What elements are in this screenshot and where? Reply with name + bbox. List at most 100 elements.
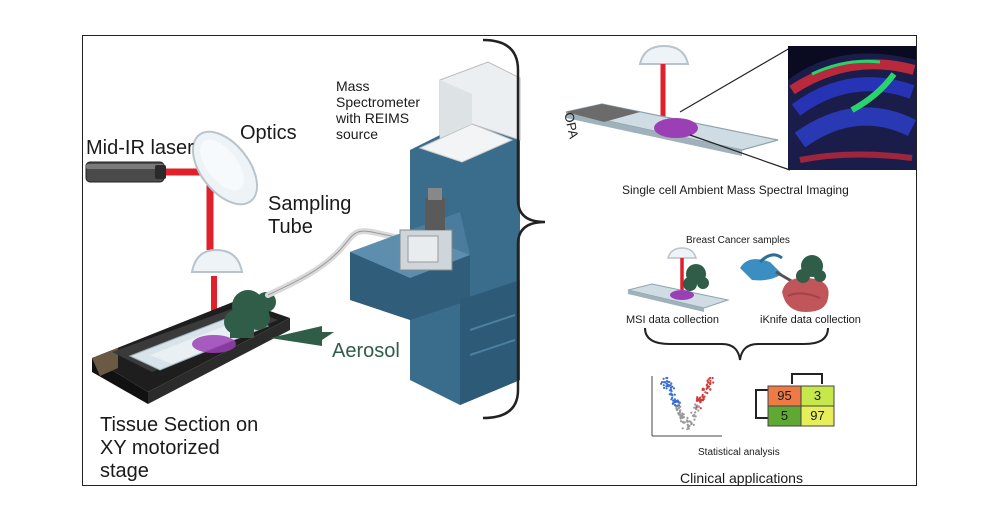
volcano-point: [692, 423, 695, 426]
confusion-matrix: [767, 385, 835, 427]
imaging-caption: Single cell Ambient Mass Spectral Imagin…: [622, 183, 849, 197]
laser-label: Mid-IR laser: [86, 137, 194, 159]
volcano-point: [693, 406, 696, 409]
volcano-point: [679, 405, 682, 408]
clinical-label: Clinical applications: [680, 470, 803, 486]
msi-label: MSI data collection: [626, 314, 719, 326]
volcano-point: [681, 427, 684, 430]
volcano-point: [695, 408, 698, 411]
cm-value-bl: 5: [780, 408, 789, 423]
volcano-point: [665, 382, 668, 385]
volcano-point: [679, 420, 683, 423]
imaging-lens-icon: [638, 44, 690, 65]
volcano-point: [679, 417, 682, 420]
volcano-point: [669, 384, 672, 387]
zoom-line-bottom: [689, 134, 791, 171]
volcano-point: [660, 382, 663, 385]
figure-frame: [82, 35, 917, 486]
volcano-point: [663, 386, 666, 389]
volcano-point: [699, 407, 702, 410]
volcano-point: [681, 412, 684, 415]
aerosol-label: Aerosol: [332, 340, 400, 362]
tissue-section: [192, 335, 236, 353]
volcano-point: [670, 382, 673, 385]
volcano-point: [686, 420, 689, 423]
mass-spec-label-2: Spectrometer: [336, 94, 421, 110]
iknife-label: iKnife data collection: [760, 314, 861, 326]
mass-spectrometer-icon: [350, 61, 521, 405]
volcano-point: [683, 421, 686, 424]
volcano-point: [690, 411, 693, 414]
volcano-point: [679, 409, 682, 412]
volcano-point: [672, 399, 675, 402]
sampling-tube-label-2: Tube: [268, 216, 313, 238]
optics-label: Optics: [240, 122, 297, 144]
volcano-point: [676, 404, 679, 407]
mid-ir-laser-icon: [85, 161, 166, 183]
volcano-point: [709, 383, 712, 386]
volcano-point: [677, 407, 681, 410]
volcano-point: [668, 380, 671, 384]
volcano-point: [671, 402, 674, 405]
volcano-point: [686, 416, 689, 419]
volcano-point: [672, 387, 676, 390]
volcano-point: [662, 384, 665, 387]
cm-value-br: 97: [810, 408, 825, 423]
volcano-point: [674, 400, 677, 403]
volcano-point: [673, 393, 676, 396]
slide-tissue: [654, 118, 698, 138]
volcano-point: [704, 391, 707, 394]
zoom-line-top: [679, 47, 791, 113]
msi-illustration: [627, 247, 730, 312]
volcano-point: [701, 395, 704, 398]
stage-label-2: XY motorized: [100, 437, 220, 459]
volcano-point: [679, 414, 682, 417]
volcano-point: [694, 403, 697, 406]
volcano-point: [671, 396, 674, 399]
volcano-point: [694, 415, 697, 418]
volcano-point: [706, 386, 709, 389]
volcano-point: [709, 376, 712, 380]
volcano-point: [677, 403, 680, 406]
volcano-point: [668, 393, 671, 396]
cm-cell-br: [800, 405, 835, 427]
volcano-point: [707, 381, 710, 384]
aerosol-cloud-icon: [224, 290, 276, 338]
volcano-point: [662, 377, 665, 380]
volcano-point: [694, 411, 697, 414]
volcano-point: [696, 404, 699, 407]
volcano-point: [688, 420, 691, 423]
volcano-point: [676, 400, 679, 403]
volcano-point: [687, 424, 690, 427]
dendrogram: [755, 373, 823, 419]
volcano-point: [697, 399, 700, 402]
fluorescence-image: [788, 46, 917, 170]
sampling-tube-label-1: Sampling: [268, 193, 352, 215]
volcano-point: [698, 397, 701, 400]
stage-label-3: stage: [100, 460, 149, 482]
volcano-point: [663, 381, 666, 384]
volcano-point: [712, 381, 715, 384]
volcano-point: [660, 381, 664, 384]
volcano-point: [707, 378, 710, 381]
volcano-plot: [651, 376, 722, 437]
volcano-point: [697, 409, 700, 412]
breast-cancer-label: Breast Cancer samples: [686, 235, 790, 246]
cm-value-tl: 95: [777, 388, 792, 403]
volcano-point: [700, 398, 703, 401]
aerosol-arrow: [270, 326, 334, 346]
cm-value-tr: 3: [813, 388, 822, 403]
stats-label: Statistical analysis: [698, 447, 780, 458]
mass-spec-label-4: source: [336, 126, 379, 142]
optics-mirror-icon: [191, 130, 259, 206]
volcano-point: [665, 376, 668, 380]
iknife-illustration: [740, 253, 829, 312]
volcano-point: [696, 396, 699, 399]
volcano-point: [687, 427, 691, 430]
volcano-point: [668, 389, 672, 392]
volcano-point: [675, 407, 678, 410]
volcano-point: [703, 395, 706, 398]
volcano-point: [667, 385, 671, 388]
volcano-point: [706, 392, 709, 395]
